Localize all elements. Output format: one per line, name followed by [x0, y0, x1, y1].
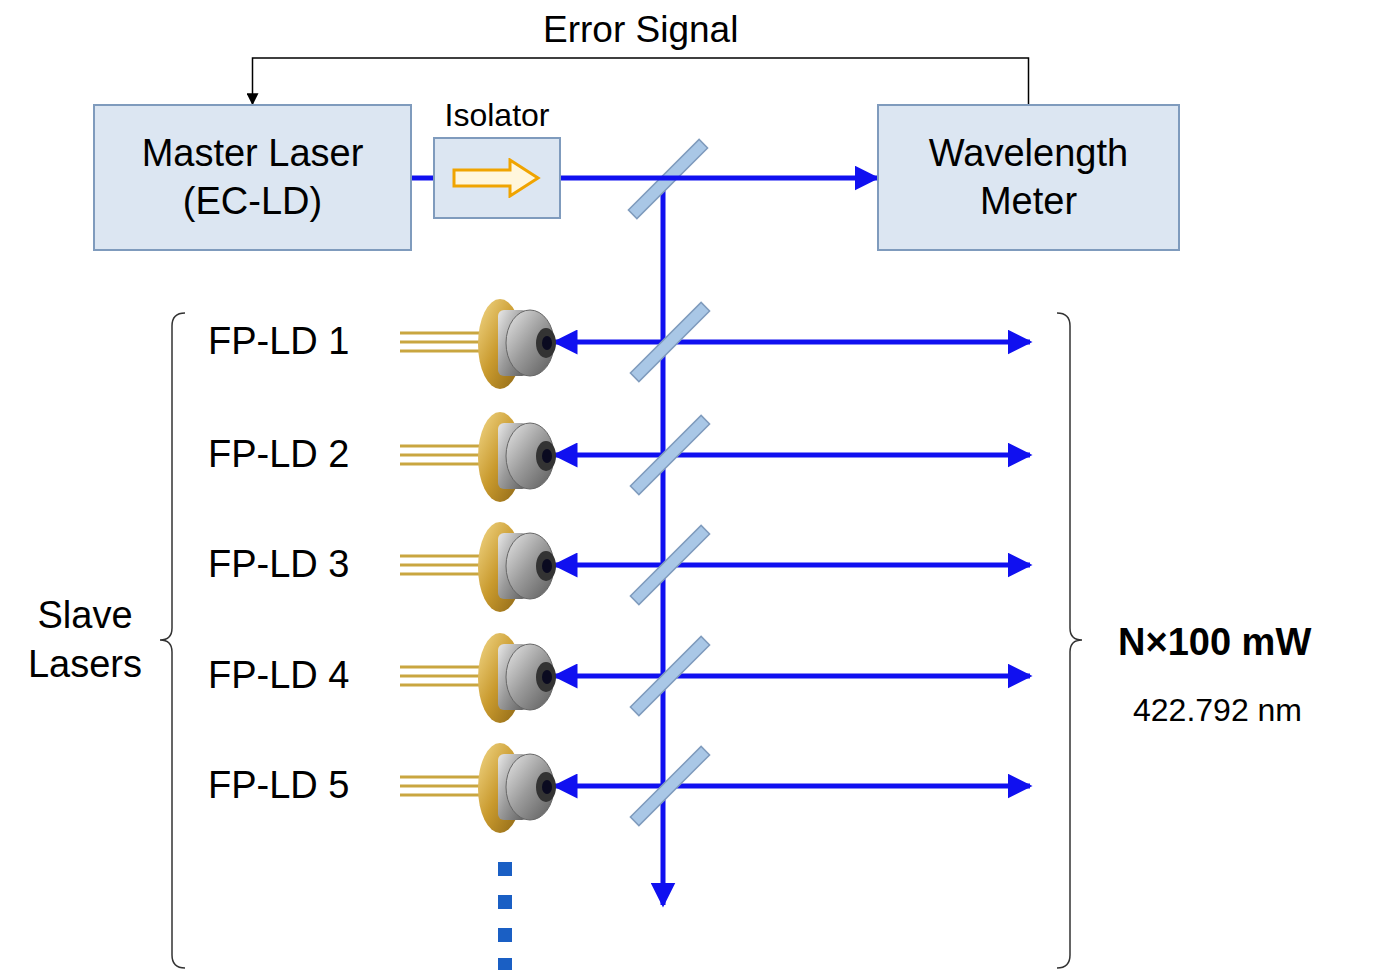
slave-laser-name: FP-LD 1 — [208, 317, 349, 366]
output-power: N×100 mW — [1118, 618, 1311, 667]
slave-laser-name: FP-LD 4 — [208, 651, 349, 700]
beam-path — [412, 176, 433, 181]
wavelength-meter-box: Wavelength Meter — [877, 104, 1180, 251]
slave-laser-name: FP-LD 3 — [208, 540, 349, 589]
feedback-line — [253, 58, 1029, 104]
box-text: Master Laser (EC-LD) — [95, 130, 410, 225]
isolator-arrow-icon — [452, 158, 542, 198]
isolator-box: Isolator — [433, 137, 561, 219]
slave-laser-name: FP-LD 2 — [208, 430, 349, 479]
master-laser-box: Master Laser (EC-LD) — [93, 104, 412, 251]
slave-laser-name: FP-LD 5 — [208, 761, 349, 810]
wavelength-value: 422.792 nm — [1133, 690, 1302, 732]
group-label: Slave Lasers — [10, 591, 160, 690]
edge-label: Error Signal — [543, 6, 738, 54]
box-text: Wavelength Meter — [879, 130, 1178, 225]
beam-path — [561, 176, 877, 181]
box-text: Isolator — [445, 95, 550, 135]
